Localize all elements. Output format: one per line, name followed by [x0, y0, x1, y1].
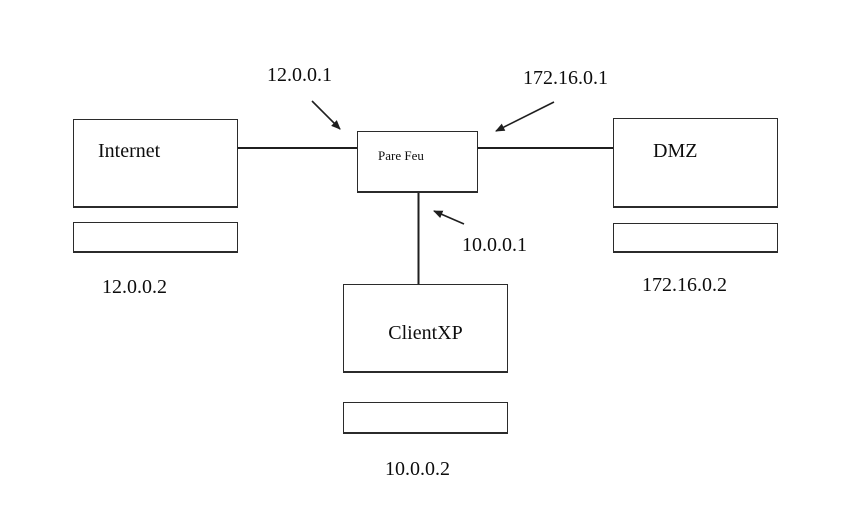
- firewall-wan-interface-label: 12.0.0.1: [267, 64, 332, 86]
- internet-node-box: Internet: [73, 119, 238, 208]
- clientxp-node-label: ClientXP: [388, 322, 463, 344]
- firewall-lan-interface-label: 10.0.0.1: [462, 234, 527, 256]
- clientxp-address-box: [343, 402, 508, 434]
- arrow-dmz-interface: [495, 101, 555, 132]
- internet-address-box: [73, 222, 238, 253]
- dmz-node-box: DMZ: [613, 118, 778, 208]
- dmz-address-label: 172.16.0.2: [642, 274, 727, 296]
- dmz-address-box: [613, 223, 778, 253]
- arrow-lan-interface: [433, 210, 465, 225]
- clientxp-address-label: 10.0.0.2: [385, 458, 450, 480]
- internet-node-label: Internet: [98, 140, 161, 162]
- internet-address-label: 12.0.0.2: [102, 276, 167, 298]
- firewall-node-label: Pare Feu: [378, 148, 424, 163]
- dmz-node-label: DMZ: [653, 140, 698, 162]
- firewall-node-box: Pare Feu: [357, 131, 478, 193]
- firewall-dmz-interface-label: 172.16.0.1: [523, 67, 608, 89]
- clientxp-node-box: ClientXP: [343, 284, 508, 373]
- arrow-wan-interface: [311, 100, 341, 130]
